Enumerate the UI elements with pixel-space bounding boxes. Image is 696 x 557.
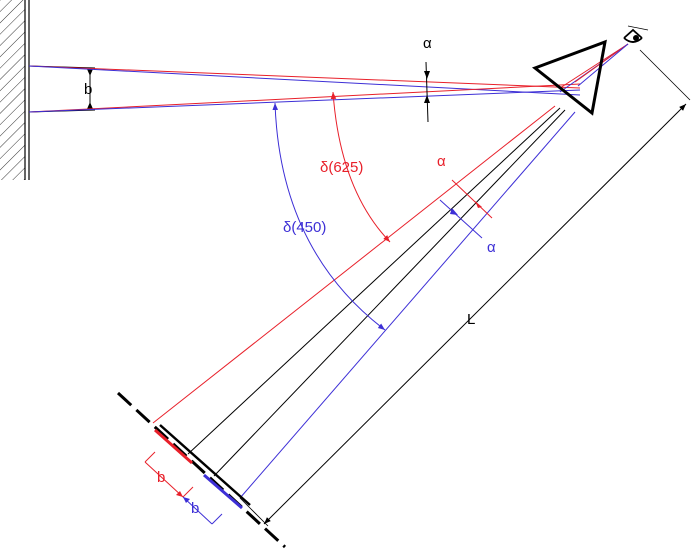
ray-red-lower <box>28 83 581 113</box>
L-dimension-line <box>263 103 687 525</box>
L-extension-top <box>639 49 691 101</box>
b-blue-dim-line <box>182 496 213 525</box>
slit-arrow-bottom <box>87 102 93 109</box>
ray-blue-upper <box>28 65 581 96</box>
eye-ray-blue-2 <box>577 43 629 87</box>
outgoing-rays <box>152 105 576 499</box>
prism <box>531 39 607 116</box>
wall-hatching <box>0 0 25 180</box>
alpha-top-arrow-2 <box>424 95 430 103</box>
b-blue-screen-label: b <box>191 500 199 517</box>
screen-blue-band <box>203 473 243 510</box>
eye-icon <box>623 25 649 43</box>
ray-black-out-2 <box>213 109 566 477</box>
alpha-top-label: α <box>423 35 432 52</box>
alpha-red-dimension <box>451 179 493 219</box>
alpha-blue-label: α <box>487 239 496 256</box>
L-label: L <box>467 311 475 328</box>
L-extension-bottom <box>239 497 269 527</box>
length-dimension <box>239 49 691 527</box>
eye-ray-red-1 <box>559 43 629 89</box>
screen-line <box>116 391 287 549</box>
delta-450-arc <box>272 102 386 331</box>
screen <box>116 391 287 549</box>
alpha-blue-dimension <box>439 199 483 239</box>
incoming-rays <box>28 65 581 113</box>
slit-arrow-top <box>87 69 93 76</box>
ray-red-out <box>152 105 556 424</box>
ray-blue-lower <box>28 89 581 113</box>
b-slit-label: b <box>84 81 92 98</box>
eye-rays <box>559 43 629 93</box>
ray-blue-out <box>239 111 576 499</box>
wall <box>0 0 30 180</box>
delta-450-label: δ(450) <box>283 219 326 236</box>
ray-red-upper <box>28 65 581 89</box>
screen-line-inner <box>159 424 251 506</box>
ray-black-out-1 <box>187 107 561 455</box>
screen-b-dimensions <box>144 451 223 525</box>
alpha-red-label: α <box>437 153 446 170</box>
b-red-dim-line <box>144 461 184 498</box>
alpha-top-arrow-1 <box>424 71 430 79</box>
delta-625-label: δ(625) <box>320 159 363 176</box>
screen-red-band <box>154 428 193 465</box>
b-red-screen-label: b <box>157 469 165 486</box>
